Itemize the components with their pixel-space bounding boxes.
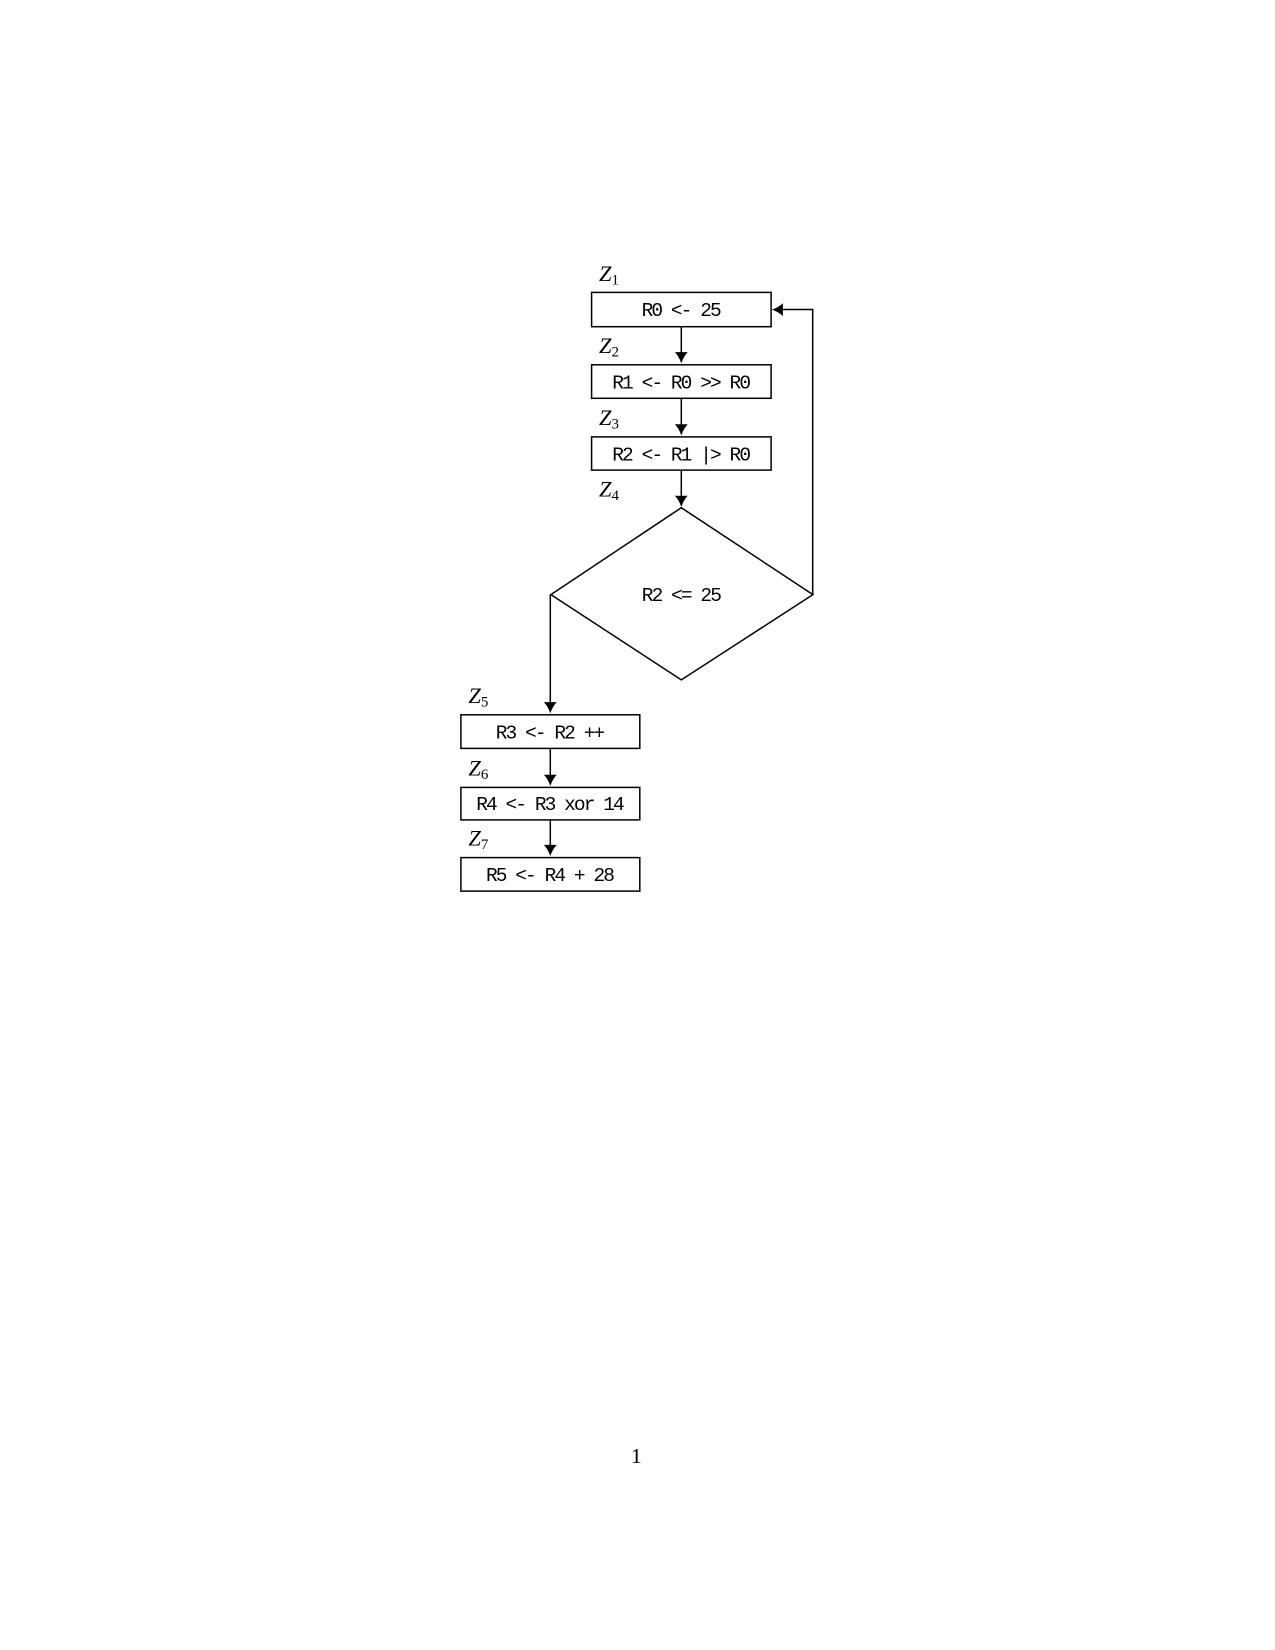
svg-text:Z3: Z3 — [599, 405, 619, 433]
svg-text:R1 <- R0 >> R0: R1 <- R0 >> R0 — [612, 373, 750, 395]
svg-text:R2 <= 25: R2 <= 25 — [642, 585, 721, 607]
svg-text:Z2: Z2 — [599, 333, 619, 361]
svg-text:Z4: Z4 — [599, 477, 620, 505]
svg-text:R3 <- R2 ++: R3 <- R2 ++ — [496, 723, 605, 745]
svg-text:R5 <- R4 + 28: R5 <- R4 + 28 — [486, 865, 614, 887]
svg-text:1: 1 — [631, 1444, 642, 1468]
svg-text:R2 <- R1 |> R0: R2 <- R1 |> R0 — [612, 444, 750, 466]
svg-text:Z1: Z1 — [599, 261, 619, 289]
svg-text:R4 <- R3 xor 14: R4 <- R3 xor 14 — [476, 794, 624, 816]
svg-text:Z5: Z5 — [468, 683, 488, 711]
svg-text:Z6: Z6 — [468, 756, 489, 784]
svg-text:R0 <- 25: R0 <- 25 — [642, 300, 721, 322]
svg-text:Z7: Z7 — [468, 826, 489, 854]
